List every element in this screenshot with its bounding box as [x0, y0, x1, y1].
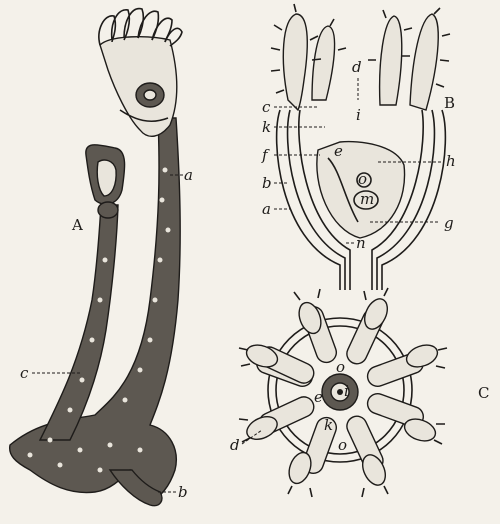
- C-label-e: e: [314, 388, 323, 406]
- B-label-k: k: [262, 118, 271, 136]
- B-label-c: c: [262, 98, 271, 116]
- B-label-f: f: [261, 146, 270, 164]
- label-c: c: [20, 364, 29, 382]
- B-label-b: b: [262, 174, 272, 192]
- small-bud-neck: [98, 202, 118, 218]
- B-label-a: a: [262, 200, 271, 218]
- C-label-o-top: o: [336, 358, 345, 376]
- panel-B-section: B d c k f b a i e o m h g n: [261, 4, 456, 290]
- label-b: b: [178, 483, 188, 501]
- B-label-d: d: [352, 58, 362, 76]
- B-label-i: i: [356, 106, 361, 124]
- C-label-i: i: [344, 382, 349, 400]
- B-label-o: o: [358, 170, 367, 188]
- panel-C-oral-view: C o e i d k o: [230, 288, 489, 497]
- hydranth-nucleus: [144, 90, 156, 100]
- panel-label-B: B: [444, 94, 455, 112]
- C-label-d: d: [230, 436, 240, 454]
- C-label-o-bottom: o: [338, 436, 347, 454]
- B-label-g: g: [444, 214, 454, 232]
- left-colony-drawing: a A c b: [10, 9, 193, 506]
- label-a: a: [184, 166, 193, 184]
- panel-label-A: A: [71, 216, 83, 234]
- B-label-h: h: [446, 152, 456, 170]
- C-label-k: k: [324, 416, 333, 434]
- C-mouth-center: [337, 389, 343, 395]
- panel-label-C: C: [478, 384, 489, 402]
- hydranth-body: [100, 37, 177, 137]
- B-label-e: e: [334, 142, 343, 160]
- B-label-n: n: [356, 234, 366, 252]
- B-label-m: m: [360, 190, 374, 208]
